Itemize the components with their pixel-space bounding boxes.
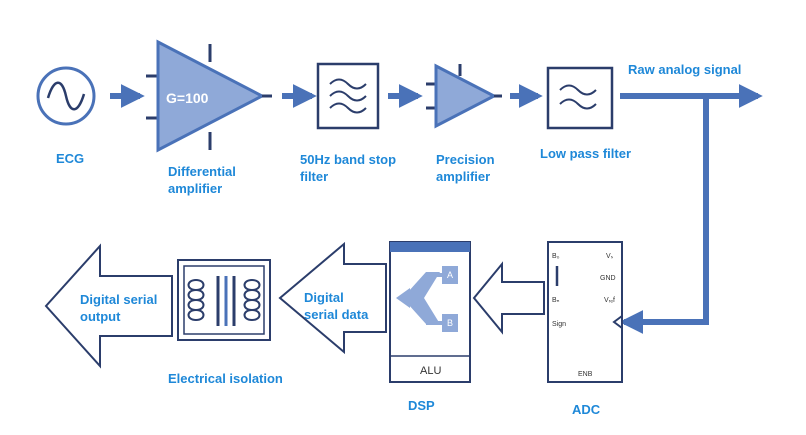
precision-label-line2: amplifier <box>436 169 490 184</box>
bandstop-filter-icon <box>316 62 380 130</box>
adc-pin-vs: Vₛ <box>606 253 614 260</box>
dsp-input-a: A <box>447 270 453 280</box>
serial-data-label-line1: Digital <box>304 290 344 305</box>
adc-pin-sign: Sign <box>552 321 566 328</box>
ecg-label: ECG <box>56 151 84 166</box>
serial-data-label-line2: serial data <box>304 307 369 322</box>
bandstop-label-line2: filter <box>300 169 328 184</box>
dsp-label: DSP <box>408 398 435 413</box>
diff-amp-label-line2: amplifier <box>168 181 222 196</box>
differential-amplifier-icon <box>146 39 272 153</box>
adc-pin-gnd: GND <box>600 275 616 282</box>
ecg-source-icon <box>36 66 96 126</box>
gain-label: G=100 <box>166 90 209 106</box>
alu-label: ALU <box>420 365 441 377</box>
dsp-block <box>389 241 471 383</box>
adc-block <box>547 241 623 383</box>
lowpass-filter-icon <box>546 66 614 130</box>
isolation-label: Electrical isolation <box>168 371 283 386</box>
dsp-input-b: B <box>447 318 453 328</box>
output-label-line1: Digital serial <box>80 292 157 307</box>
raw-signal-to-adc-line <box>619 96 709 334</box>
adc-label: ADC <box>572 402 601 417</box>
adc-pin-bn: Bₙ <box>552 297 560 304</box>
precision-amplifier-icon <box>426 63 502 129</box>
adc-pin-enb: ENB <box>578 371 593 378</box>
adc-pin-b0: B₀ <box>552 253 560 260</box>
bandstop-label-line1: 50Hz band stop <box>300 152 396 167</box>
diff-amp-label-line1: Differential <box>168 164 236 179</box>
raw-signal-label: Raw analog signal <box>628 62 741 77</box>
arrow-digital-serial-output <box>44 243 173 369</box>
arrow-digital-serial-data <box>278 241 387 355</box>
output-label-line2: output <box>80 309 121 324</box>
lowpass-label: Low pass filter <box>540 146 631 161</box>
arrow-adc-to-dsp <box>472 261 545 335</box>
adc-pin-vref: Vᵣₑf <box>604 297 615 304</box>
precision-label-line1: Precision <box>436 152 495 167</box>
isolation-transformer-icon <box>177 259 271 341</box>
